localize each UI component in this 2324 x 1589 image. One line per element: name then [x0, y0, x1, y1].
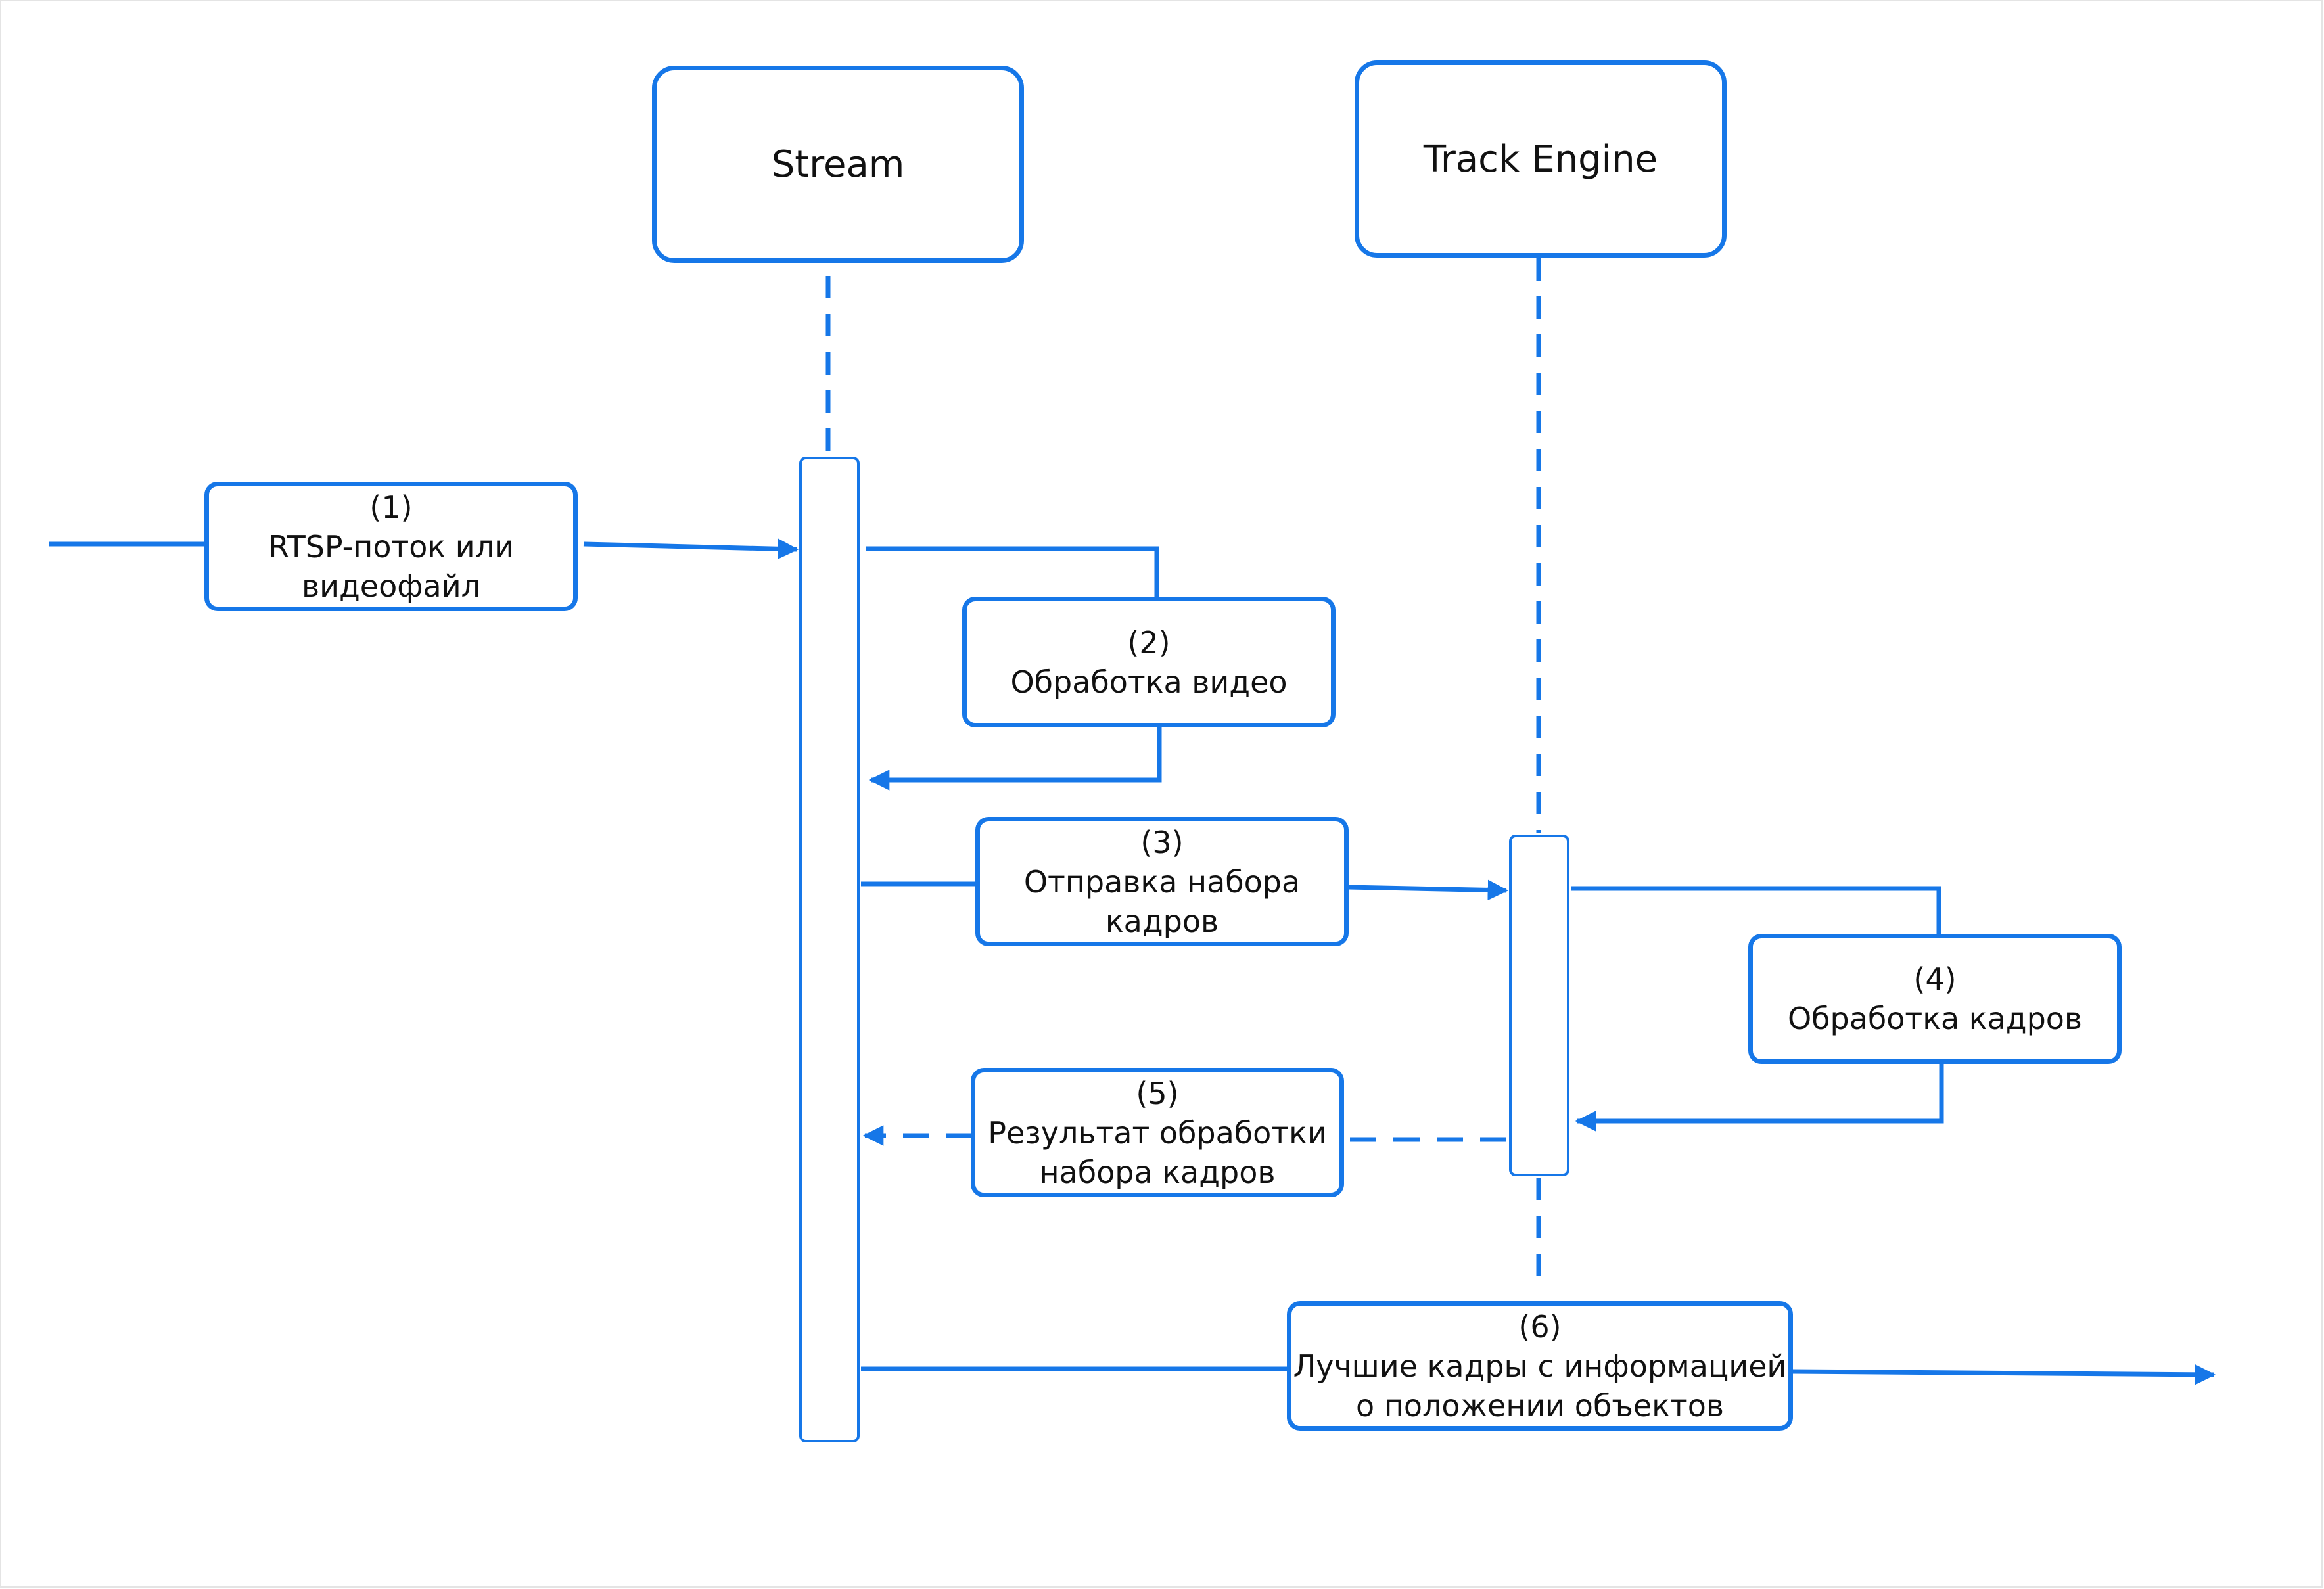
- message-2-box: (2) Обработка видео: [962, 597, 1336, 727]
- message-6-number: (6): [1518, 1308, 1562, 1345]
- message-6-line-1: Лучшие кадры с информацией: [1293, 1348, 1787, 1384]
- participant-stream: Stream: [652, 66, 1024, 263]
- message-5-line-2: набора кадров: [1039, 1154, 1276, 1190]
- message-4-line-out: [1571, 886, 1941, 935]
- stream-activation-bar: [799, 457, 860, 1442]
- message-4-line-1: Обработка кадров: [1787, 1001, 2083, 1036]
- message-4-box: (4) Обработка кадров: [1748, 934, 2122, 1064]
- message-2-line-1: Обработка видео: [1010, 664, 1288, 700]
- message-5-box: (5) Результат обработки набора кадров: [971, 1068, 1344, 1197]
- message-1-number: (1): [369, 489, 413, 525]
- message-3-line-2: кадров: [1105, 903, 1219, 939]
- message-1-box: (1) RTSP-поток или видеофайл: [204, 482, 578, 611]
- track-engine-activation-bar: [1509, 835, 1569, 1176]
- participant-stream-label: Stream: [771, 143, 905, 186]
- message-4-number: (4): [1913, 961, 1957, 997]
- message-6-box: (6) Лучшие кадры с информацией о положен…: [1287, 1301, 1793, 1431]
- message-6-line-2: о положении объектов: [1356, 1387, 1724, 1423]
- message-5-number: (5): [1136, 1075, 1179, 1111]
- message-3-arrow: [1348, 879, 1509, 901]
- message-2-arrow: [868, 726, 1162, 791]
- message-2-number: (2): [1127, 624, 1171, 660]
- participant-track-engine: Track Engine: [1355, 60, 1727, 258]
- message-2-line-out: [866, 546, 1159, 598]
- message-6-arrow: [1790, 1364, 2216, 1385]
- message-4-arrow: [1575, 1063, 1944, 1132]
- message-1-line-1: RTSP-поток или: [268, 528, 514, 564]
- participant-track-engine-label: Track Engine: [1423, 137, 1658, 181]
- message-1-arrow: [583, 538, 799, 560]
- message-1-line-2: видеофайл: [301, 568, 481, 604]
- message-3-number: (3): [1140, 824, 1184, 860]
- message-3-box: (3) Отправка набора кадров: [975, 817, 1349, 946]
- message-3-line-1: Отправка набора: [1023, 864, 1301, 900]
- message-5-line-1: Результат обработки: [988, 1115, 1327, 1151]
